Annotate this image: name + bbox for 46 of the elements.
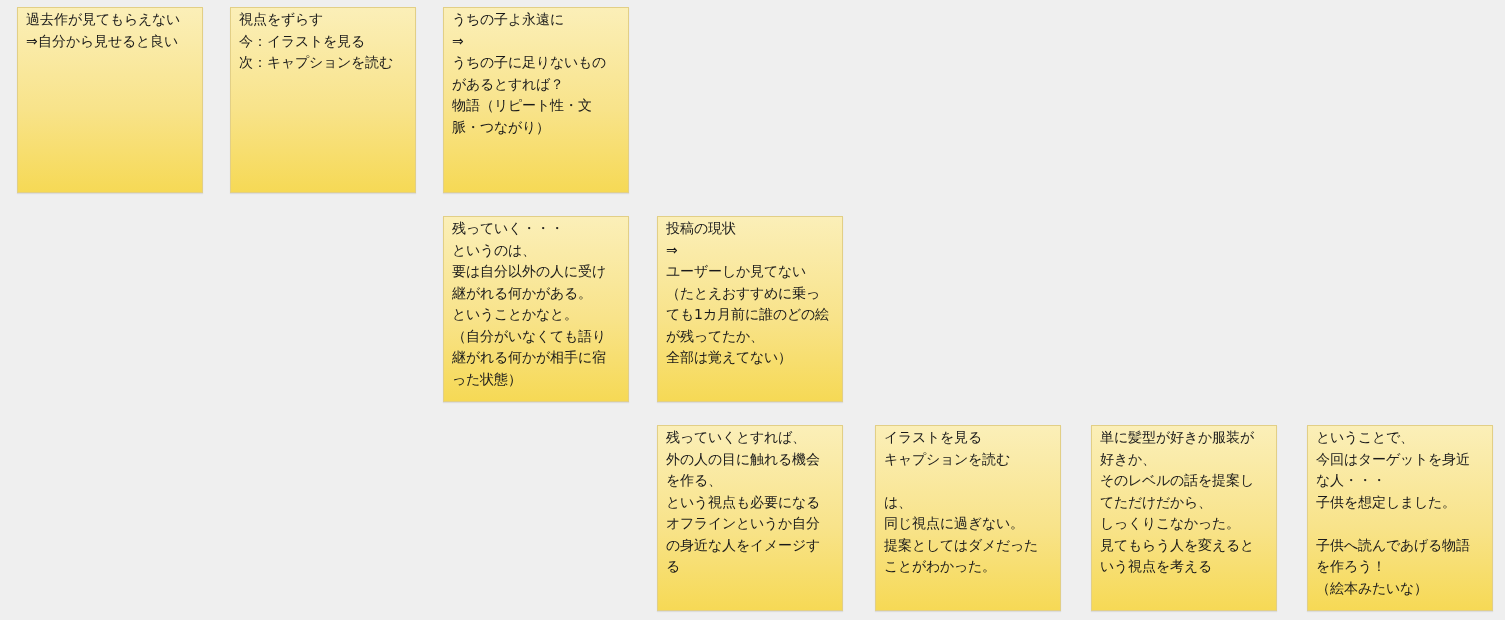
sticky-note xyxy=(657,216,843,402)
note-text: 視点をずらす xyxy=(239,10,324,29)
sticky-note xyxy=(1091,425,1277,611)
note-text: ということで、 xyxy=(1316,428,1415,447)
note-text: 子供へ読んであげる物語を作ろう！ xyxy=(1316,535,1471,576)
sticky-note xyxy=(657,425,843,611)
note-text: という視点も必要になる xyxy=(666,492,821,512)
note-text: うちの子に足りないものがあるとすれば？ xyxy=(452,53,607,94)
note-text: 外の人の目に触れる機会を作る、 xyxy=(666,449,821,490)
note-text: うちの子よ永遠に xyxy=(452,10,565,29)
note-text: 次：キャプションを読む xyxy=(239,53,394,72)
note-text: 要は自分以外の人に受け継がれる何かがある。 xyxy=(452,262,607,303)
note-text: 子供を想定しました。 xyxy=(1316,492,1457,512)
note-text: 残っていく・・・ xyxy=(452,219,565,238)
note-text: 同じ視点に過ぎない。 xyxy=(884,514,1025,533)
note-text: 物語（リピート性・文脈・つながり） xyxy=(452,96,593,137)
note-text: 今：イラストを見る xyxy=(239,31,366,51)
note-text: 全部は覚えてない） xyxy=(666,348,793,367)
note-text: 残っていくとすれば、 xyxy=(666,428,807,447)
note-text: ⇒ xyxy=(452,31,465,51)
note-text: （絵本みたいな） xyxy=(1316,578,1429,598)
note-text: （自分がいなくても語り継がれる何かが相手に宿った状態） xyxy=(452,326,607,389)
note-text: 今回はターゲットを身近な人・・・ xyxy=(1316,449,1471,490)
note-text: ということかなと。 xyxy=(452,305,579,324)
note-text: ⇒自分から見せると良い xyxy=(26,31,179,51)
note-text: 過去作が見てもらえない xyxy=(26,10,181,29)
sticky-note xyxy=(1307,425,1493,611)
note-text: は、 xyxy=(884,492,913,512)
sticky-note xyxy=(443,216,629,402)
sticky-note xyxy=(17,7,203,193)
note-text: オフラインというか自分の身近な人をイメージする xyxy=(666,514,821,576)
note-text: （たとえおすすめに乗っても1カ月前に誰のどの絵が残ってたか、 xyxy=(666,283,830,346)
sticky-note xyxy=(443,7,629,193)
note-text: しっくりこなかった。 xyxy=(1100,514,1241,533)
note-text: イラストを見る xyxy=(884,428,983,447)
note-text: 提案としてはダメだったことがわかった。 xyxy=(884,535,1039,576)
note-text: 投稿の現状 xyxy=(666,219,737,238)
note-text: というのは、 xyxy=(452,240,537,260)
note-text: そのレベルの話を提案してただけだから、 xyxy=(1100,471,1255,512)
note-text: ユーザーしか見てない xyxy=(666,262,807,281)
sticky-note xyxy=(230,7,416,193)
note-text: 単に髪型が好きか服装が好きか、 xyxy=(1100,428,1255,469)
note-text: ⇒ xyxy=(666,240,679,260)
sticky-note xyxy=(875,425,1061,611)
note-text: キャプションを読む xyxy=(884,449,1011,469)
note-text: 見てもらう人を変えるという視点を考える xyxy=(1100,535,1255,576)
